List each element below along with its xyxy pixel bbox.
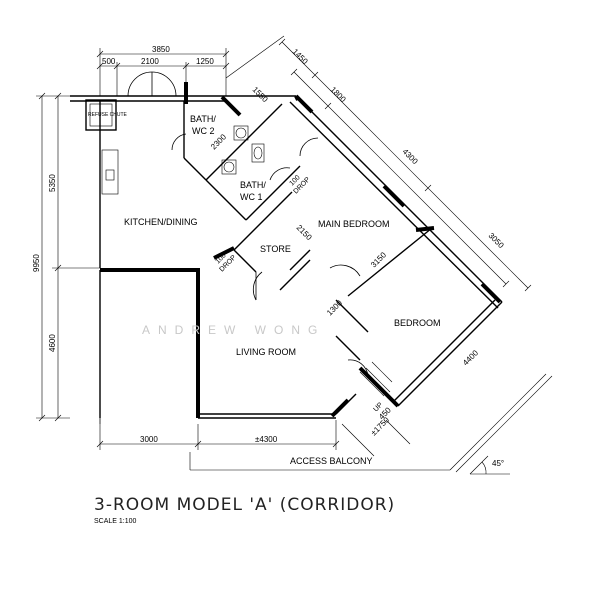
- dim-diag-5: 3050: [487, 231, 506, 250]
- bottom-dimensions: 3000 ±4300: [96, 420, 340, 450]
- angle-label: 45°: [492, 459, 504, 468]
- bath-wc2-label-2: WC 2: [192, 126, 215, 136]
- kitchen-dining-label: KITCHEN/DINING: [124, 217, 198, 227]
- dim-diag-2: 1800: [329, 85, 348, 104]
- bath-wc1-label-2: WC 1: [240, 192, 263, 202]
- interior-walls: [183, 95, 435, 361]
- plan-title: 3-ROOM MODEL 'A' (CORRIDOR): [94, 495, 395, 515]
- living-room-label: LIVING ROOM: [236, 347, 296, 357]
- main-bedroom-label: MAIN BEDROOM: [318, 219, 390, 229]
- watermark: ANDREW WONG: [142, 323, 325, 337]
- dim-left-total: 9950: [32, 254, 41, 272]
- dim-top-2: 2100: [141, 57, 159, 66]
- dim-bottom-2: ±4300: [255, 435, 278, 444]
- dim-left-1: 5350: [48, 174, 57, 192]
- top-dimensions: 3850 500 2100 1250: [96, 45, 230, 96]
- dim-diag-3: 1550: [251, 85, 270, 104]
- walls: [70, 94, 503, 419]
- access-balcony-label: ACCESS BALCONY: [290, 456, 373, 466]
- dim-int-2150: 2150: [295, 223, 314, 242]
- dim-top-1: 500: [102, 57, 116, 66]
- dim-bottom-1: 3000: [140, 435, 158, 444]
- dim-top-3: 1250: [196, 57, 214, 66]
- dim-left-2: 4600: [48, 334, 57, 352]
- fixtures: [85, 99, 393, 397]
- store-label: STORE: [260, 244, 291, 254]
- refuse-chute-box: [85, 99, 117, 131]
- dim-top-total: 3850: [152, 45, 170, 54]
- access-balcony: 45° ±1750 450 ACCESS BALCONY: [99, 373, 553, 475]
- bedroom-label: BEDROOM: [394, 318, 441, 328]
- dim-int-4400: 4400: [461, 348, 480, 367]
- dim-diag-1: 1450: [291, 47, 310, 66]
- left-dimensions: 9950 5350 4600: [32, 92, 100, 422]
- kitchen-sink: [101, 149, 119, 195]
- dim-int-1300: 1300: [325, 298, 344, 317]
- bath-wc2-label-1: BATH/: [190, 114, 216, 124]
- plan-scale: SCALE 1:100: [94, 518, 137, 525]
- doors: [127, 71, 369, 377]
- refuse-chute-label: REFUSE CHUTE: [88, 112, 128, 118]
- bath-wc1-label-1: BATH/: [240, 180, 266, 190]
